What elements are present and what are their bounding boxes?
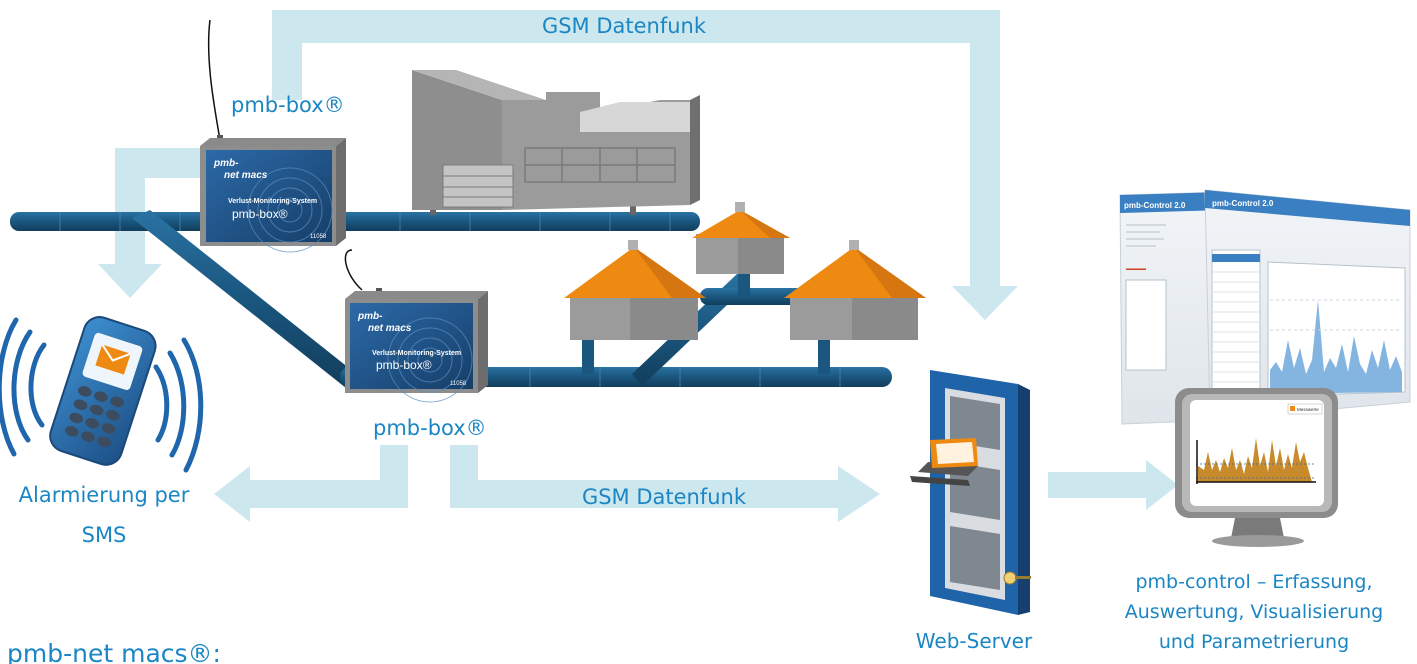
box-brand: pmb- (213, 158, 239, 169)
gsm-label-bottom: GSM Datenfunk (582, 485, 747, 509)
signal-waves-icon (0, 317, 204, 473)
control-label-line3: und Parametrierung (1159, 631, 1349, 653)
pmb-box-top: pmb- net macs Verlust-Monitoring-System … (200, 19, 346, 253)
sms-label-line1: Alarmierung per (19, 483, 190, 507)
factory-building (412, 70, 700, 215)
monitor-chart-area (1198, 438, 1312, 482)
pmb-box-bottom: pmb- net macs Verlust-Monitoring-System … (344, 249, 488, 403)
app-chart-area (1270, 300, 1402, 394)
web-server-label: Web-Server (916, 629, 1033, 653)
box-name: pmb-box® (232, 207, 288, 221)
svg-text:▬▬▬▬: ▬▬▬▬ (1126, 266, 1146, 272)
footer-title: pmb-net macs®: (7, 639, 221, 664)
box-serial: 11058 (450, 381, 467, 387)
app-title: pmb-Control 2.0 (1212, 199, 1274, 208)
box-subtitle: Verlust-Monitoring-System (228, 198, 317, 205)
pmb-box-label-bottom: pmb-box® (373, 416, 487, 440)
web-server-rack (910, 370, 1031, 615)
server-to-monitor-arrow (1048, 460, 1178, 510)
box-brand: net macs (224, 170, 268, 181)
antenna-icon (207, 19, 221, 141)
antenna-icon (344, 249, 363, 291)
laptop-icon (910, 438, 978, 486)
monitor-legend: Messwerte (1297, 407, 1319, 412)
sms-label-line2: SMS (82, 523, 127, 547)
key-icon (1003, 571, 1031, 585)
house-right (784, 240, 926, 340)
house-left (564, 240, 706, 340)
app-title: pmb-Control 2.0 (1124, 201, 1186, 210)
monitor-icon: Messwerte (1175, 388, 1338, 547)
app-screenshots: pmb-Control 2.0 ▬▬▬▬ pmb-Control 2.0 (1119, 189, 1411, 425)
control-label-line2: Auswertung, Visualisierung (1125, 601, 1383, 623)
box-brand: pmb- (357, 311, 383, 322)
app-screenshot-front: pmb-Control 2.0 (1204, 189, 1411, 421)
box-brand: net macs (368, 323, 412, 334)
box-subtitle: Verlust-Monitoring-System (372, 350, 461, 357)
pmb-box-label-top: pmb-box® (231, 93, 345, 117)
app-screenshot-back: pmb-Control 2.0 ▬▬▬▬ (1119, 191, 1226, 425)
gsm-label-top: GSM Datenfunk (542, 14, 707, 38)
gsm-arrow-top (272, 10, 1018, 320)
house-small (692, 202, 790, 274)
box-name: pmb-box® (376, 358, 432, 372)
mobile-phone-icon (0, 316, 204, 473)
gsm-arrow-bottom (450, 445, 880, 522)
box-serial: 11058 (310, 234, 327, 240)
sms-arrow-left-lower (214, 445, 408, 522)
control-label-line1: pmb-control – Erfassung, (1135, 571, 1372, 593)
